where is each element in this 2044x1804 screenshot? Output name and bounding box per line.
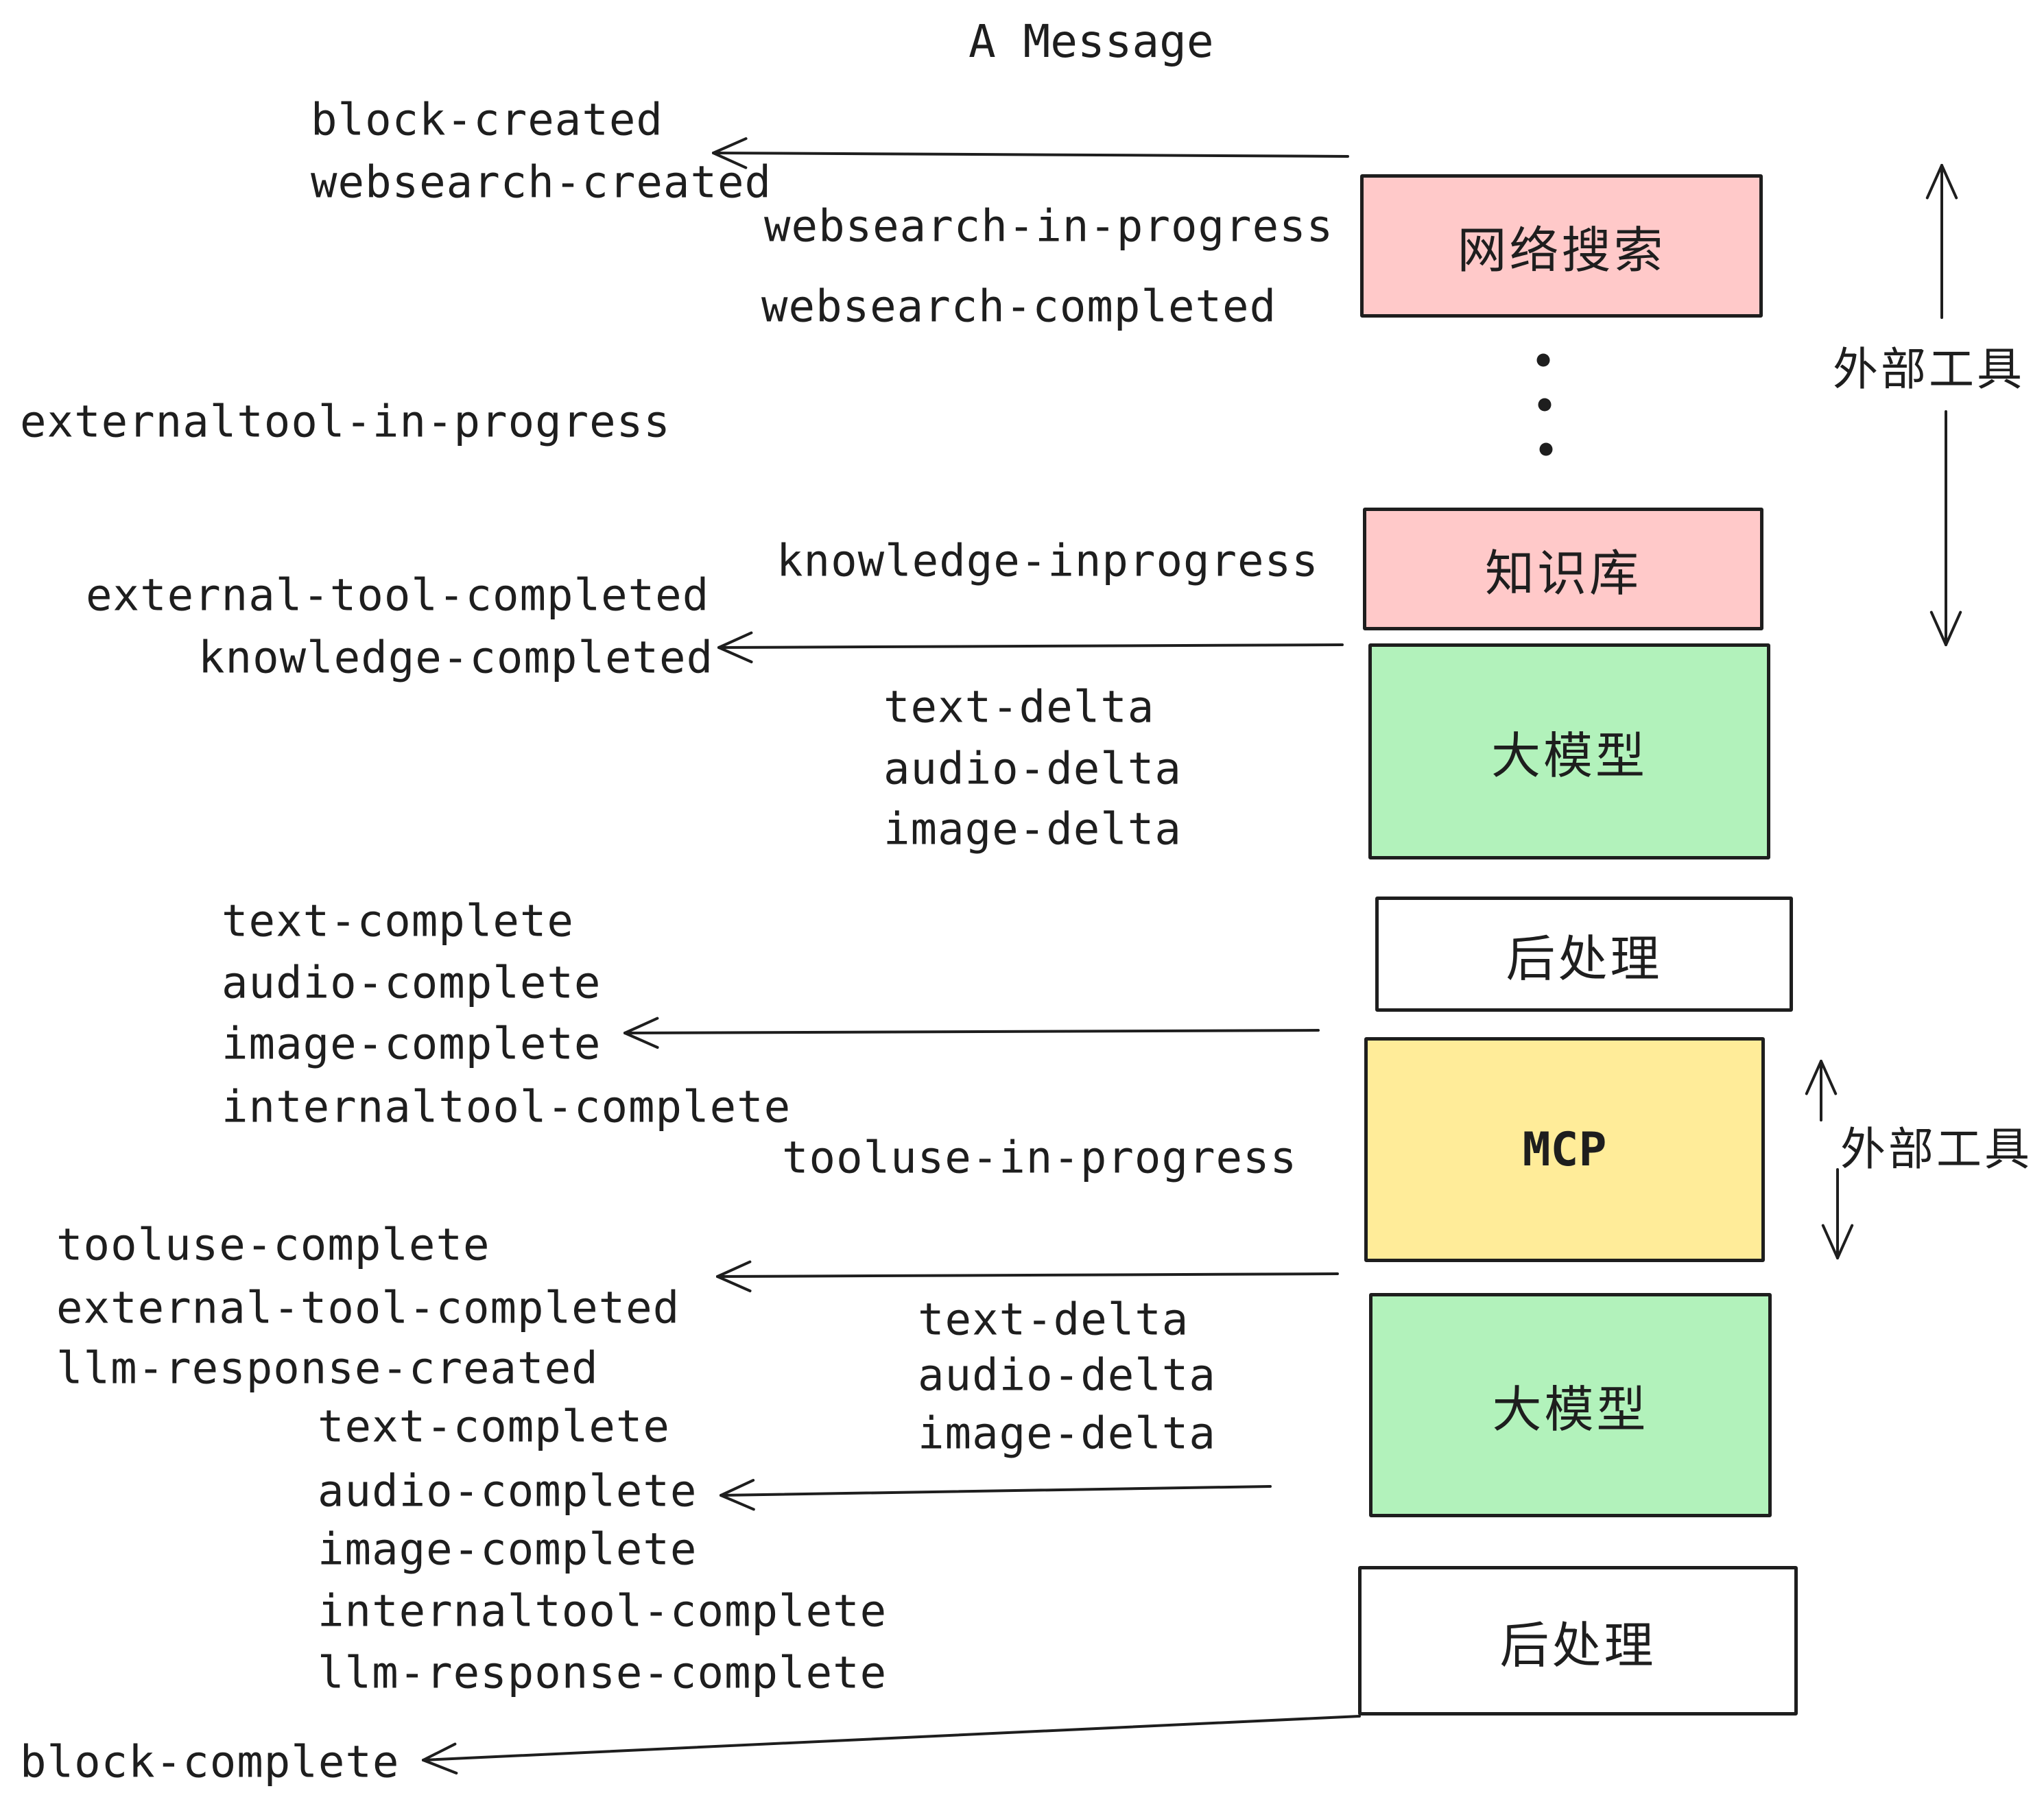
annotation-external-tools: 外部工具 [1833, 343, 2025, 396]
arrowhead [1940, 164, 1958, 200]
event-label-knowledge-completed: knowledge-completed [198, 632, 714, 684]
event-label-llm-response-created: llm-response-created [56, 1343, 599, 1394]
event-label-image-delta: image-delta [918, 1408, 1216, 1460]
arrowhead [1929, 610, 1947, 646]
event-label-external-tool-completed: external-tool-completed [56, 1283, 680, 1334]
event-label-image-complete: image-complete [318, 1524, 698, 1576]
event-label-image-delta: image-delta [883, 804, 1182, 855]
ellipsis-dot [1538, 398, 1552, 412]
flow-arrow-llm2-to-tooluse-complete [716, 1272, 1339, 1278]
flow-arrow-llm2-to-audio-complete [720, 1485, 1272, 1497]
event-label-tooluse-complete: tooluse-complete [56, 1220, 490, 1271]
flow-arrow-llm1-to-knowledge-completed [717, 643, 1344, 649]
event-label-websearch-created: websearch-created [311, 157, 772, 209]
event-label-text-complete: text-complete [318, 1401, 670, 1453]
diagram-title: A Message [968, 15, 1214, 68]
event-label-text-delta: text-delta [918, 1294, 1189, 1346]
node-label: 网络搜索 [1457, 222, 1666, 279]
event-label-text-delta: text-delta [883, 682, 1155, 733]
event-label-knowledge-inprogress: knowledge-inprogress [776, 536, 1319, 587]
event-label-internaltool-complete: internaltool-complete [318, 1586, 888, 1637]
arrowhead [1836, 1224, 1854, 1259]
node-web-search: 网络搜索 [1360, 174, 1763, 318]
event-label-block-created: block-created [311, 95, 663, 146]
arrowhead [720, 1494, 755, 1511]
annotation-external-tools: 外部工具 [1840, 1123, 2032, 1176]
flow-arrow-postprocess2-to-block-complete [422, 1715, 1361, 1761]
arrowhead [422, 1742, 457, 1761]
node-knowledge-base: 知识库 [1363, 508, 1763, 630]
event-label-externaltool-in-progress: externaltool-in-progress [20, 396, 671, 448]
arrowhead [1925, 164, 1943, 200]
arrowhead [623, 1017, 659, 1034]
event-label-text-complete: text-complete [222, 896, 574, 947]
event-label-audio-delta: audio-delta [883, 744, 1182, 795]
event-label-audio-complete: audio-complete [222, 958, 602, 1009]
event-label-image-complete: image-complete [222, 1019, 602, 1070]
arrowhead [623, 1032, 659, 1049]
event-label-tooluse-in-progress: tooluse-in-progress [782, 1132, 1298, 1184]
node-mcp: MCP [1364, 1037, 1765, 1262]
node-label: 大模型 [1490, 727, 1648, 785]
node-label: 后处理 [1499, 1616, 1656, 1674]
event-label-audio-delta: audio-delta [918, 1350, 1216, 1401]
arrowhead [716, 1260, 752, 1278]
event-label-internaltool-complete: internaltool-complete [222, 1082, 792, 1133]
event-label-llm-response-complete: llm-response-complete [318, 1648, 888, 1699]
node-label: 大模型 [1492, 1381, 1649, 1438]
event-label-external-tool-completed: external-tool-completed [86, 570, 710, 621]
arrowhead [1945, 610, 1962, 646]
node-post-process-1: 后处理 [1375, 897, 1793, 1012]
node-llm-1: 大模型 [1368, 643, 1770, 859]
flow-arrow-websearch-to-created-events [712, 152, 1349, 158]
node-label: MCP [1522, 1122, 1607, 1177]
node-label: 后处理 [1506, 929, 1663, 988]
ellipsis-dot [1536, 353, 1550, 367]
arrowhead [720, 1479, 755, 1497]
flow-arrow-postprocess1-to-complete [623, 1029, 1320, 1034]
arrowhead [717, 646, 753, 663]
event-label-websearch-in-progress: websearch-in-progress [764, 201, 1334, 252]
node-label: 知识库 [1484, 545, 1641, 602]
arrowhead [716, 1275, 752, 1292]
arrowhead [712, 137, 748, 154]
arrowhead [1820, 1060, 1838, 1095]
node-post-process-2: 后处理 [1358, 1566, 1798, 1716]
arrowhead [1821, 1224, 1839, 1259]
arrowhead [1805, 1060, 1822, 1095]
ellipsis-dot [1539, 442, 1553, 456]
event-label-websearch-completed: websearch-completed [761, 281, 1277, 333]
arrowhead [717, 631, 753, 649]
event-label-block-complete: block-complete [20, 1737, 400, 1788]
arrowhead [422, 1759, 458, 1775]
event-label-audio-complete: audio-complete [318, 1466, 698, 1517]
node-llm-2: 大模型 [1369, 1293, 1772, 1517]
